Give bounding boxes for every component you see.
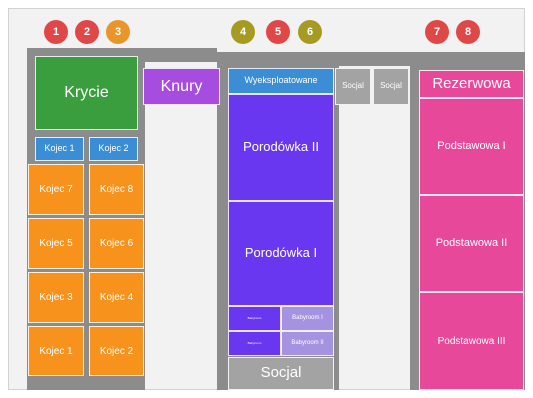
badge-2[interactable]: 2: [75, 20, 99, 44]
room-podstawowa-2[interactable]: Podstawowa II: [419, 195, 524, 292]
badge-6[interactable]: 6: [298, 20, 322, 44]
room-podstawowa-1[interactable]: Podstawowa I: [419, 98, 524, 195]
pen-kojec-1-bottom[interactable]: Kojec 1: [28, 326, 84, 376]
pen-kojec-2-top[interactable]: Kojec 2: [89, 137, 138, 161]
room-porodowka-1[interactable]: Porodówka I: [228, 201, 334, 306]
room-porodowka-2[interactable]: Porodówka II: [228, 94, 334, 201]
room-small-left-1[interactable]: Babyroom: [228, 306, 281, 331]
pen-kojec-5[interactable]: Kojec 5: [28, 218, 84, 269]
pen-kojec-6[interactable]: Kojec 6: [89, 218, 144, 269]
room-socjal-small-1[interactable]: Socjal: [335, 68, 371, 105]
pen-kojec-1-top[interactable]: Kojec 1: [35, 137, 84, 161]
room-babyroom-1[interactable]: Babyroom I: [281, 306, 334, 331]
room-podstawowa-3[interactable]: Podstawowa III: [419, 292, 524, 390]
room-knury[interactable]: Knury: [143, 68, 220, 105]
badge-8[interactable]: 8: [456, 20, 480, 44]
pen-kojec-3[interactable]: Kojec 3: [28, 272, 84, 323]
pen-kojec-8[interactable]: Kojec 8: [89, 164, 144, 215]
room-small-left-2[interactable]: Babyroom: [228, 331, 281, 356]
room-wyeksploatowane[interactable]: Wyeksploatowane: [228, 68, 334, 94]
connector-left: [145, 48, 217, 62]
connector-right: [339, 52, 410, 66]
badge-3[interactable]: 3: [106, 20, 130, 44]
pen-kojec-4[interactable]: Kojec 4: [89, 272, 144, 323]
room-krycie[interactable]: Krycie: [35, 56, 138, 130]
room-babyroom-2[interactable]: Babyroom II: [281, 331, 334, 356]
badge-7[interactable]: 7: [425, 20, 449, 44]
room-rezerwowa[interactable]: Rezerwowa: [419, 70, 524, 98]
badge-5[interactable]: 5: [266, 20, 290, 44]
pen-kojec-7[interactable]: Kojec 7: [28, 164, 84, 215]
room-socjal-bottom[interactable]: Socjal: [228, 357, 334, 390]
badge-1[interactable]: 1: [44, 20, 68, 44]
room-socjal-small-2[interactable]: Socjal: [373, 68, 409, 105]
badge-4[interactable]: 4: [231, 20, 255, 44]
pen-kojec-2-bottom[interactable]: Kojec 2: [89, 326, 144, 376]
